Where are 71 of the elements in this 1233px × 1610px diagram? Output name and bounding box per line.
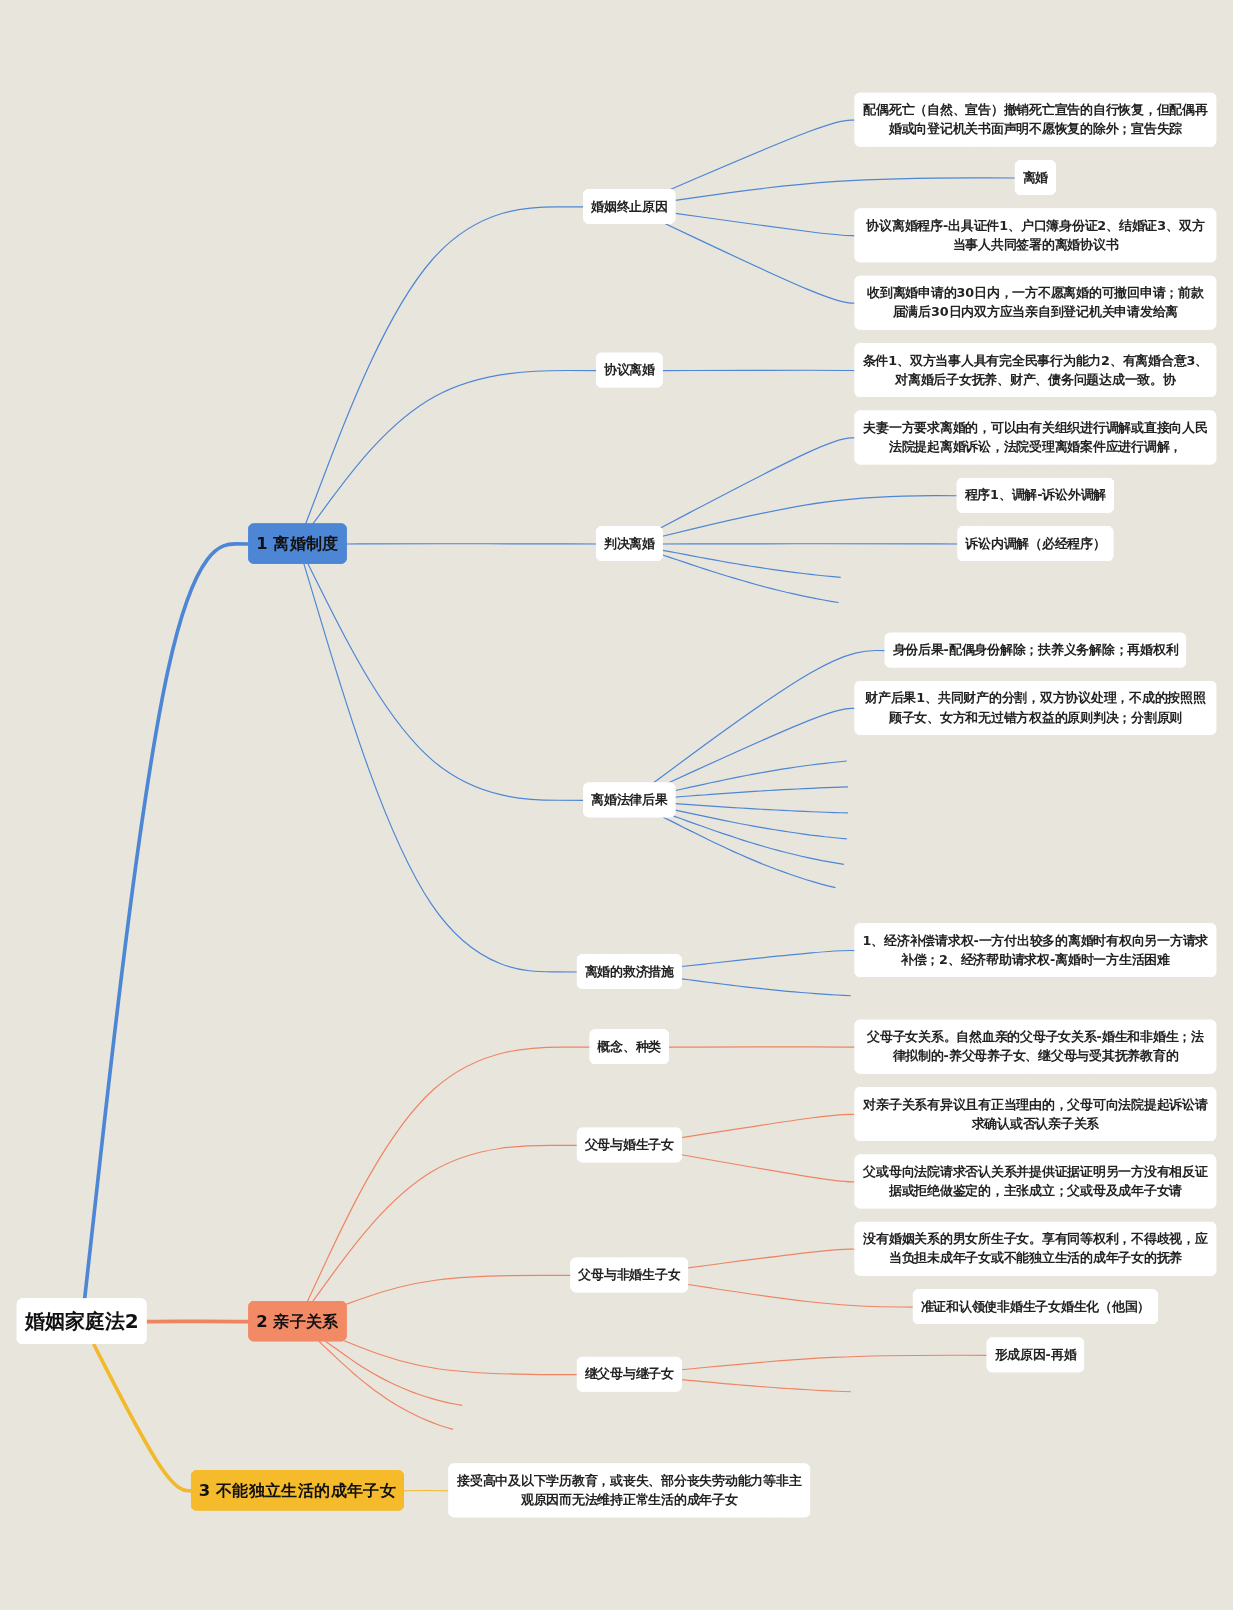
branch-line bbox=[146, 1319, 250, 1324]
branch-line bbox=[307, 563, 585, 801]
branch-line bbox=[674, 786, 849, 798]
topic-box: 收到离婚申请的30日内，一方不愿离婚的可撤回申请；前款届满后30日内双方应当亲自到登记机关申请发给离 bbox=[854, 275, 1217, 330]
topic-box: 形成原因-再婚 bbox=[986, 1337, 1085, 1373]
branch-line bbox=[681, 1379, 852, 1393]
topic-box: 配偶死亡（自然、宣告）撤销死亡宣告的自行恢复，但配偶再婚或向登记机关书面声明不愿恢复的除外；宣告失踪 bbox=[854, 92, 1217, 147]
branch-line bbox=[652, 649, 887, 785]
topic-box: 财产后果1、共同财产的分割，双方协议处理，不成的按照照顾子女、女方和无过错方权益的原则判决；分割原则 bbox=[854, 681, 1217, 735]
branch-line bbox=[345, 1274, 573, 1305]
branch-line bbox=[661, 495, 959, 537]
branch-line bbox=[661, 549, 842, 578]
topic-box: 身份后果-配偶身份解除；扶养义务解除；再婚权利 bbox=[884, 632, 1187, 668]
branch-line bbox=[681, 1154, 857, 1183]
branch-line bbox=[345, 543, 598, 545]
branch-line bbox=[82, 542, 250, 1300]
topic-box: 概念、种类 bbox=[589, 1029, 669, 1064]
branch-line bbox=[91, 1343, 192, 1493]
branch-line bbox=[403, 1489, 451, 1492]
branch-line bbox=[681, 1113, 857, 1139]
topic-box: 父母与婚生子女 bbox=[576, 1127, 682, 1163]
branch-line bbox=[303, 563, 579, 973]
topic-box: 程序1、调解-诉讼外调解 bbox=[956, 478, 1114, 513]
topic-box: 对亲子关系有异议且有正当理由的，父母可向法院提起诉讼请求确认或否认亲子关系 bbox=[854, 1087, 1217, 1141]
topic-box: 夫妻一方要求离婚的，可以由有关组织进行调解或直接向人民法院提起离婚诉讼，法院受理离婚案件应进行调解， bbox=[854, 410, 1217, 465]
topic-box: 离婚法律后果 bbox=[583, 782, 676, 818]
topic-box: 离婚的救济措施 bbox=[576, 954, 682, 989]
branch-line bbox=[311, 369, 598, 525]
topic-box: 父或母向法院请求否认关系并提供证据证明另一方没有相反证据或拒绝做鉴定的，主张成立；父或母及成年子女请 bbox=[854, 1154, 1217, 1209]
topic-box: 协议离婚程序-出具证件1、户口簿身份证2、结婚证3、双方当事人共同签署的离婚协议书 bbox=[854, 208, 1217, 263]
topic-box: 没有婚姻关系的男女所生子女。享有同等权利，不得歧视，应当负担未成年子女或不能独立生活的成年子女的抚养 bbox=[854, 1221, 1217, 1276]
branch-line bbox=[673, 815, 845, 865]
branch-line bbox=[674, 809, 848, 840]
branch-line bbox=[674, 212, 857, 237]
branch-line bbox=[668, 1046, 857, 1048]
branch-line bbox=[311, 1144, 579, 1303]
branch-line bbox=[662, 816, 837, 889]
branch-line bbox=[687, 1248, 857, 1269]
topic-box: 2 亲子关系 bbox=[248, 1301, 347, 1342]
topic-box: 婚姻家庭法2 bbox=[16, 1298, 147, 1344]
branch-line bbox=[661, 554, 840, 604]
branch-line bbox=[324, 1340, 463, 1406]
branch-line bbox=[674, 803, 849, 814]
topic-box: 婚姻终止原因 bbox=[583, 189, 676, 224]
branch-line bbox=[664, 223, 857, 304]
branch-line bbox=[661, 369, 857, 372]
branch-line bbox=[661, 543, 960, 545]
topic-box: 父母子女关系。自然血亲的父母子女关系-婚生和非婚生；法律拟制的-养父母养子女、继父母与受其抚养教育的 bbox=[854, 1019, 1217, 1074]
branch-line bbox=[304, 206, 585, 525]
topic-box: 继父母与继子女 bbox=[576, 1356, 682, 1392]
branch-line bbox=[681, 978, 852, 997]
topic-box: 1 离婚制度 bbox=[248, 523, 347, 564]
topic-box: 1、经济补偿请求权-一方付出较多的离婚时有权向另一方请求补偿；2、经济帮助请求权-离婚时一方生活困难 bbox=[854, 923, 1217, 977]
branch-line bbox=[674, 177, 1017, 201]
branch-line bbox=[318, 1340, 454, 1430]
topic-box: 协议离婚 bbox=[596, 352, 663, 388]
branch-line bbox=[306, 1046, 592, 1303]
topic-box: 诉讼内调解（必经程序） bbox=[957, 526, 1114, 561]
branch-line bbox=[681, 1354, 989, 1371]
topic-box: 判决离婚 bbox=[596, 526, 663, 561]
topic-box: 3 不能独立生活的成年子女 bbox=[191, 1470, 404, 1511]
topic-box: 父母与非婚生子女 bbox=[570, 1257, 689, 1293]
topic-box: 准证和认领使非婚生子女婚生化（他国） bbox=[912, 1289, 1158, 1324]
topic-box: 条件1、双方当事人具有完全民事行为能力2、有离婚合意3、对离婚后子女抚养、财产、债务问题达成一致。协 bbox=[854, 343, 1217, 397]
branch-line bbox=[674, 760, 848, 792]
topic-box: 接受高中及以下学历教育，或丧失、部分丧失劳动能力等非主观原因而无法维持正常生活的成年子女 bbox=[448, 1463, 811, 1518]
branch-line bbox=[659, 437, 857, 529]
branch-line bbox=[687, 1283, 915, 1308]
branch-line bbox=[343, 1340, 579, 1376]
branch-line bbox=[681, 949, 857, 968]
topic-box: 离婚 bbox=[1014, 160, 1056, 195]
